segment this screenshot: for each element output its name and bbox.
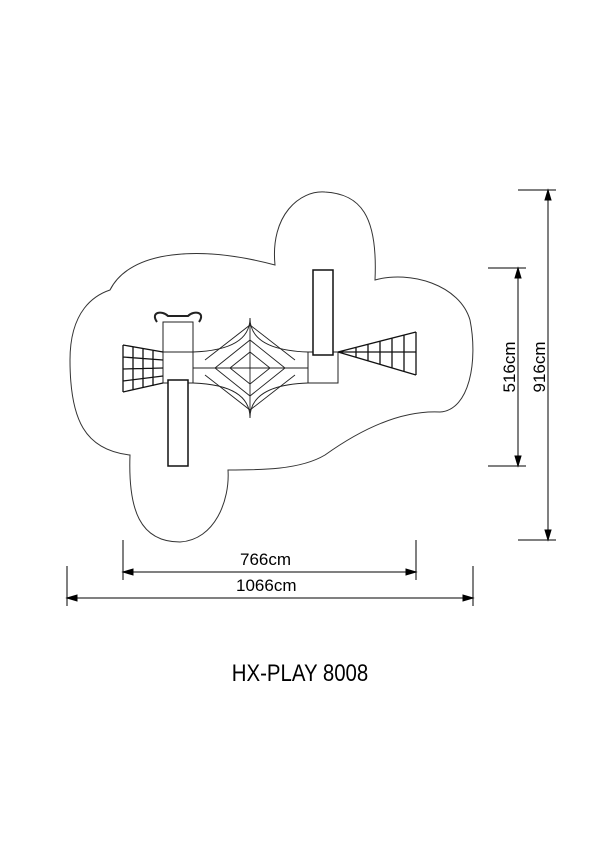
safety-zone-outline (69, 191, 474, 543)
left-tower (153, 311, 203, 384)
left-climbing-net (122, 344, 164, 393)
central-rope-net (192, 317, 309, 419)
model-title: HX-PLAY 8008 (231, 660, 369, 687)
right-climbing-net (337, 331, 417, 376)
right-tower (307, 351, 339, 384)
left-slide (167, 379, 189, 467)
dimension-lines (65, 188, 556, 606)
inner-width-label: 766cm (240, 550, 292, 569)
right-slide (312, 269, 334, 356)
outer-height-label: 916cm (530, 341, 549, 393)
outer-width-label: 1066cm (236, 576, 297, 595)
inner-height-label: 516cm (500, 341, 519, 393)
